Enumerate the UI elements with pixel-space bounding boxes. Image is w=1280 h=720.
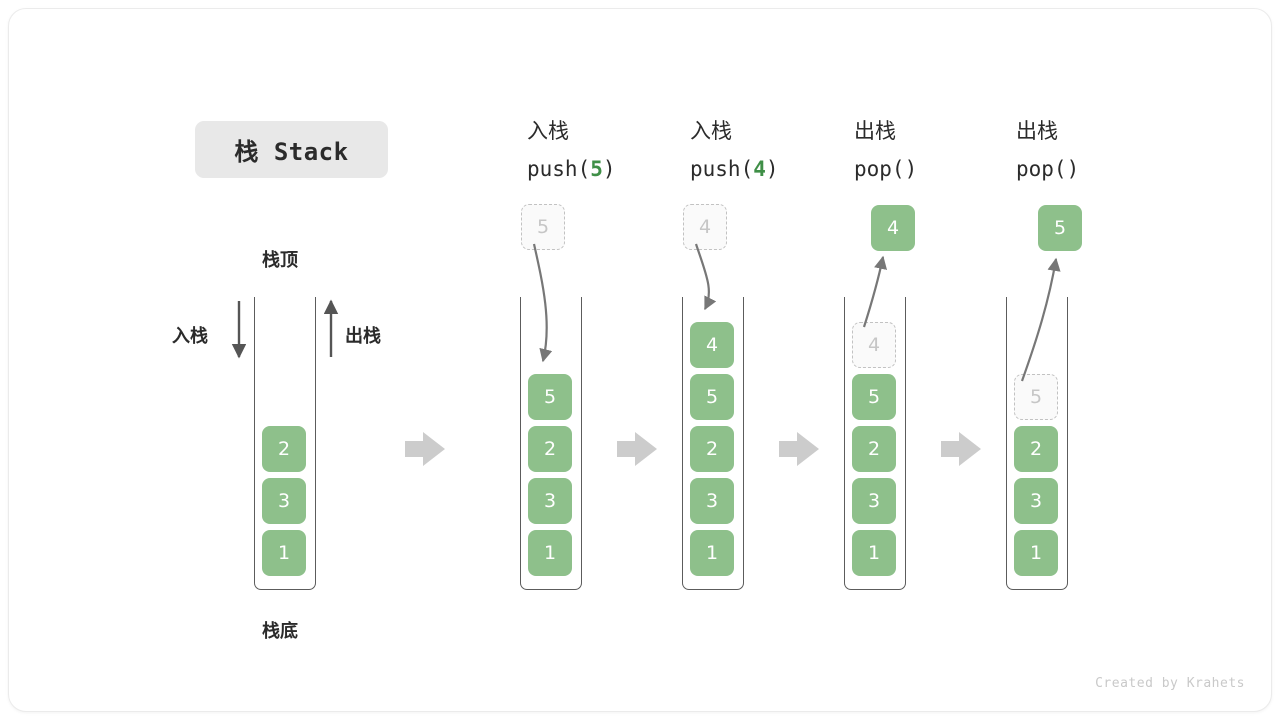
column-header-push4-code-prefix: push( [690, 157, 754, 181]
floating-cell-push4: 4 [683, 204, 727, 250]
column-header-pop4-cn: 出栈 [854, 119, 896, 143]
stack-cell: 2 [262, 426, 306, 472]
column-header-push4-cn: 入栈 [690, 119, 732, 143]
stack-container-push5 [520, 297, 582, 590]
push-side-label: 入栈 [172, 326, 208, 347]
column-header-push5-code-prefix: push( [527, 157, 591, 181]
stack-cell: 3 [690, 478, 734, 524]
diagram-card: 栈 Stack 入栈 push(5) 入栈 push(4) 出栈 pop() 出… [8, 8, 1272, 712]
stack-cell: 2 [690, 426, 734, 472]
diagram-title-pill: 栈 Stack [195, 121, 388, 178]
step-arrow-1 [405, 432, 445, 466]
column-header-pop5: 出栈 pop() [1016, 112, 1079, 188]
stack-cell: 3 [528, 478, 572, 524]
column-header-push5-cn: 入栈 [527, 119, 569, 143]
stack-cell: 2 [852, 426, 896, 472]
floating-cell-pop4: 4 [871, 205, 915, 251]
stack-container-initial [254, 297, 316, 590]
stack-container-pop5 [1006, 297, 1068, 590]
stack-bottom-label: 栈底 [262, 621, 298, 642]
stack-cell: 1 [528, 530, 572, 576]
step-arrow-2 [617, 432, 657, 466]
stack-cell: 2 [528, 426, 572, 472]
column-header-pop5-cn: 出栈 [1016, 119, 1058, 143]
column-header-push4-code-arg: 4 [753, 157, 766, 181]
stack-cell: 1 [262, 530, 306, 576]
stack-cell: 5 [528, 374, 572, 420]
column-header-push5: 入栈 push(5) [527, 112, 616, 188]
column-header-push5-code-arg: 5 [590, 157, 603, 181]
footer-credit: Created by Krahets [1095, 676, 1245, 691]
stack-container-pop4 [844, 297, 906, 590]
arrows-overlay [231, 243, 1061, 466]
stack-cell: 2 [1014, 426, 1058, 472]
stack-cell: 5 [852, 374, 896, 420]
stack-cell: 1 [690, 530, 734, 576]
stack-cell: 5 [690, 374, 734, 420]
stack-cell-ghost: 5 [1014, 374, 1058, 420]
floating-cell-push5: 5 [521, 204, 565, 250]
step-arrow-4 [941, 432, 981, 466]
column-header-push4-code-suffix: ) [765, 157, 779, 181]
column-header-pop5-code-prefix: pop( [1016, 157, 1067, 181]
stack-top-label: 栈顶 [262, 250, 298, 271]
stack-cell-ghost: 4 [852, 322, 896, 368]
floating-cell-pop5: 5 [1038, 205, 1082, 251]
column-header-pop4: 出栈 pop() [854, 112, 917, 188]
column-header-pop4-code-suffix: ) [904, 157, 918, 181]
stack-cell: 3 [1014, 478, 1058, 524]
stack-cell: 4 [690, 322, 734, 368]
stack-cell: 1 [1014, 530, 1058, 576]
pop-side-label: 出栈 [345, 326, 381, 347]
column-header-pop5-code-suffix: ) [1066, 157, 1080, 181]
stack-cell: 1 [852, 530, 896, 576]
stack-cell: 3 [852, 478, 896, 524]
column-header-push4: 入栈 push(4) [690, 112, 779, 188]
page-title: 栈 Stack [234, 138, 349, 166]
step-arrow-3 [779, 432, 819, 466]
column-header-push5-code-suffix: ) [602, 157, 616, 181]
column-header-pop4-code-prefix: pop( [854, 157, 905, 181]
stack-container-push4 [682, 297, 744, 590]
stack-cell: 3 [262, 478, 306, 524]
